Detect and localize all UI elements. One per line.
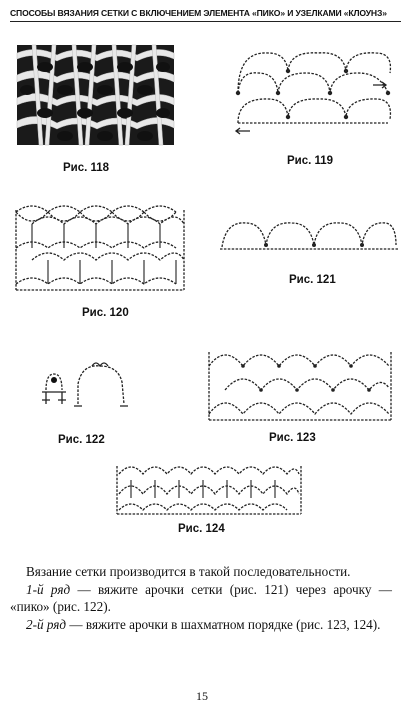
caption-124: Рис. 124 [178,523,225,535]
caption-119: Рис. 119 [287,155,334,167]
figure-121-diagram [218,215,400,255]
row-2-text: — вяжите арочки в шахматном порядке (рис… [66,616,381,632]
paragraph-1: Вязание сетки производится в такой после… [26,564,351,579]
row-2-label: 2-й ряд [26,616,67,632]
caption-121: Рис. 121 [289,274,336,286]
paragraph-2: 1-й ряд — вяжите арочки сетки (рис. 121)… [10,581,392,616]
figure-124-diagram [113,458,305,518]
page-header: СПОСОБЫ ВЯЗАНИЯ СЕТКИ С ВКЛЮЧЕНИЕМ ЭЛЕМЕ… [10,8,401,22]
figure-120-diagram [12,200,190,295]
row-1-text: — вяжите арочки сетки (рис. 121) через а… [10,581,392,615]
caption-123: Рис. 123 [269,432,316,444]
body-text: Вязание сетки производится в такой после… [10,563,392,633]
caption-122: Рис. 122 [58,434,105,446]
row-1-label: 1-й ряд [26,581,71,597]
paragraph-3: 2-й ряд — вяжите арочки в шахматном поря… [10,616,392,634]
figure-122-diagram [40,360,140,420]
figure-123-diagram [203,340,398,424]
caption-120: Рис. 120 [82,307,129,319]
figure-119-diagram [228,43,398,135]
caption-118: Рис. 118 [63,162,110,174]
page-number: 15 [196,689,208,703]
figure-118-photo [16,44,175,146]
